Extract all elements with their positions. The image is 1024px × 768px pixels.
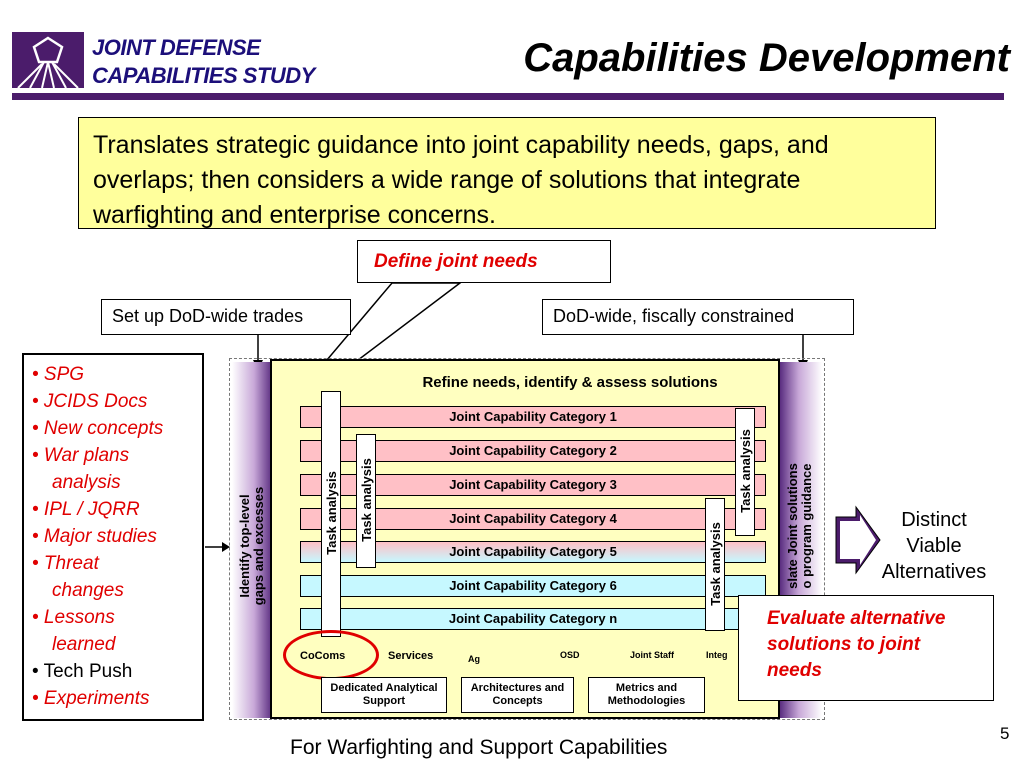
task-analysis-bar: Task analysis: [735, 408, 755, 536]
logo-line-2: CAPABILITIES STUDY: [92, 63, 315, 88]
distinct-alternatives: Distinct Viable Alternatives: [881, 509, 987, 583]
input-item: • Major studies: [32, 526, 157, 547]
capability-category-n: Joint Capability Category n: [300, 608, 766, 630]
capability-category-1: Joint Capability Category 1: [300, 406, 766, 428]
evaluate-alternatives-callout: Evaluate alternative solutions to joint …: [738, 595, 994, 701]
input-item: • Threat: [32, 553, 99, 574]
dod-constrained-callout: DoD-wide, fiscally constrained: [542, 299, 854, 335]
pentagon-road-icon: [17, 36, 79, 89]
title-divider: [12, 93, 1004, 100]
agencies-label-partial: Ag: [468, 654, 480, 664]
slide-title: Capabilities Development: [523, 36, 1010, 80]
input-item-cont: learned: [52, 634, 116, 655]
architectures-concepts-box: Architectures and Concepts: [461, 677, 574, 713]
services-label: Services: [388, 650, 434, 662]
logo-line-1: JOINT DEFENSE: [92, 35, 261, 60]
define-joint-needs-callout: Define joint needs: [357, 240, 611, 283]
analytical-support-box: Dedicated Analytical Support: [321, 677, 447, 713]
joint-staff-label-partial: Joint Staff: [630, 650, 674, 660]
input-item: • IPL / JQRR: [32, 499, 140, 520]
input-item-cont: analysis: [52, 472, 121, 493]
input-item: • SPG: [32, 364, 85, 385]
metrics-methodologies-box: Metrics and Methodologies: [588, 677, 705, 713]
setup-trades-callout: Set up DoD-wide trades: [101, 299, 351, 335]
integrators-label-partial: Integ: [706, 650, 728, 660]
input-item: • War plans: [32, 445, 130, 466]
input-item: • Experiments: [32, 688, 150, 709]
logo-text: JOINT DEFENSE CAPABILITIES STUDY: [92, 34, 315, 90]
process-frame: [229, 358, 825, 720]
cocoms-highlight-oval: [283, 630, 379, 680]
identify-gaps-label: Identify top-level gaps and excesses: [237, 486, 266, 606]
capability-category-4: Joint Capability Category 4: [300, 508, 766, 530]
identify-gaps-strip: Identify top-level gaps and excesses: [232, 362, 272, 718]
capability-category-6: Joint Capability Category 6: [300, 575, 766, 597]
input-item-cont: changes: [52, 580, 124, 601]
capability-category-3: Joint Capability Category 3: [300, 474, 766, 496]
input-item: • New concepts: [32, 418, 164, 439]
refine-needs-heading: Refine needs, identify & assess solution…: [422, 374, 718, 391]
input-item: • JCIDS Docs: [32, 391, 148, 412]
osd-label-partial: OSD: [560, 650, 580, 660]
input-item: • Lessons: [32, 607, 115, 628]
task-analysis-bar: Task analysis: [705, 498, 725, 631]
task-analysis-bar: Task analysis: [321, 391, 341, 637]
inputs-list: • SPG • JCIDS Docs • New concepts • War …: [22, 353, 204, 721]
task-analysis-bar: Task analysis: [356, 434, 376, 568]
summary-box: Translates strategic guidance into joint…: [78, 117, 936, 229]
capability-category-5: Joint Capability Category 5: [300, 541, 766, 563]
outcome-arrow-icon: [835, 505, 881, 575]
input-item: • Tech Push: [32, 661, 133, 682]
capability-category-2: Joint Capability Category 2: [300, 440, 766, 462]
footer-caption: For Warfighting and Support Capabilities: [290, 736, 668, 759]
page-number: 5: [1000, 724, 1010, 743]
jdcs-logo: [12, 32, 84, 89]
